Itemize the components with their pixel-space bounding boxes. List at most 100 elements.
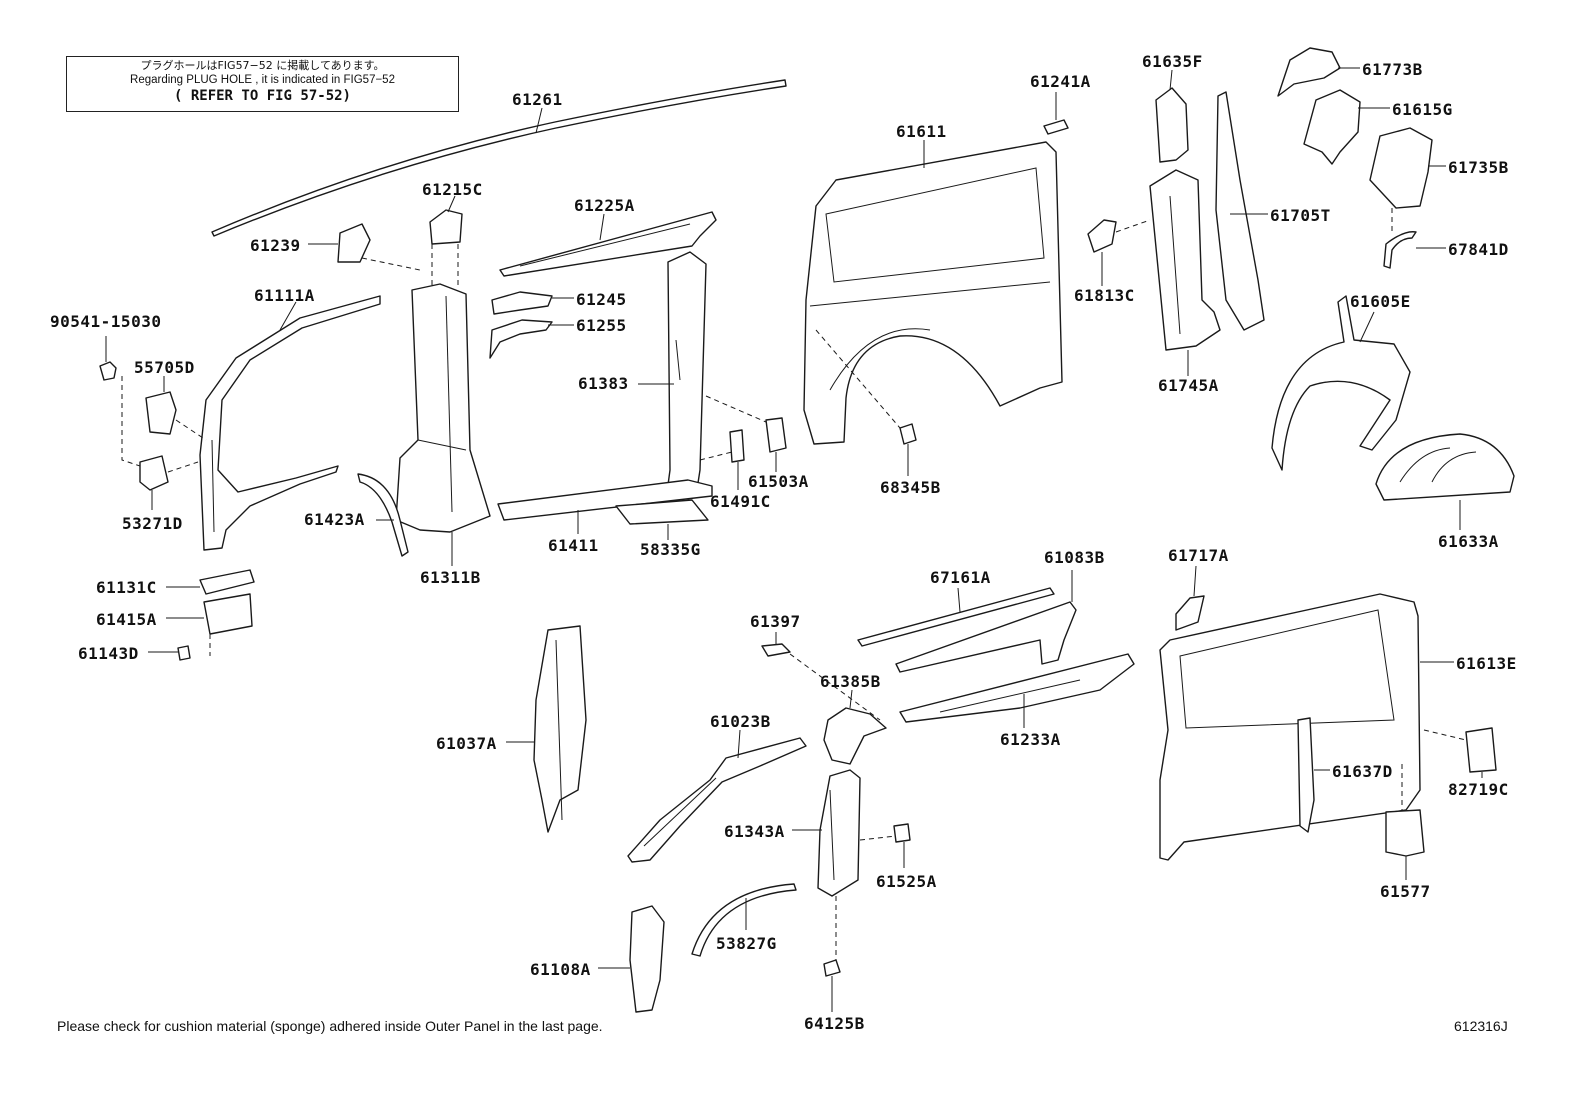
part-label-61023B[interactable]: 61023B bbox=[710, 712, 771, 731]
part-64125B bbox=[823, 959, 841, 977]
part-label-61233A[interactable]: 61233A bbox=[1000, 730, 1061, 749]
part-label-90541-15030[interactable]: 90541-15030 bbox=[50, 312, 162, 331]
part-55705D bbox=[145, 391, 177, 435]
part-61705T bbox=[1215, 91, 1265, 331]
part-label-61385B[interactable]: 61385B bbox=[820, 672, 881, 691]
part-61503A bbox=[765, 417, 787, 453]
part-label-61083B[interactable]: 61083B bbox=[1044, 548, 1105, 567]
part-label-61637D[interactable]: 61637D bbox=[1332, 762, 1393, 781]
part-label-68345B[interactable]: 68345B bbox=[880, 478, 941, 497]
part-label-58335G[interactable]: 58335G bbox=[640, 540, 701, 559]
part-53271D bbox=[139, 455, 169, 491]
part-61613E bbox=[1159, 593, 1421, 861]
part-61233A bbox=[899, 653, 1135, 723]
part-61577 bbox=[1385, 809, 1425, 857]
figure-code: 612316J bbox=[1454, 1018, 1508, 1034]
part-label-61037A[interactable]: 61037A bbox=[436, 734, 497, 753]
part-61241A bbox=[1043, 119, 1069, 135]
part-61813C bbox=[1087, 219, 1117, 253]
part-61615G bbox=[1303, 89, 1361, 165]
part-label-61397[interactable]: 61397 bbox=[750, 612, 801, 631]
part-61131C bbox=[199, 569, 255, 595]
part-label-61813C[interactable]: 61813C bbox=[1074, 286, 1135, 305]
part-label-61633A[interactable]: 61633A bbox=[1438, 532, 1499, 551]
part-label-61108A[interactable]: 61108A bbox=[530, 960, 591, 979]
part-label-82719C[interactable]: 82719C bbox=[1448, 780, 1509, 799]
part-label-61503A[interactable]: 61503A bbox=[748, 472, 809, 491]
part-label-61745A[interactable]: 61745A bbox=[1158, 376, 1219, 395]
part-61491C bbox=[729, 429, 745, 463]
part-61717A bbox=[1175, 595, 1205, 631]
part-61415A bbox=[203, 593, 253, 635]
part-61143D bbox=[177, 645, 191, 661]
part-label-61255[interactable]: 61255 bbox=[576, 316, 627, 335]
part-label-61635F[interactable]: 61635F bbox=[1142, 52, 1203, 71]
part-61411 bbox=[497, 479, 713, 521]
part-label-61577[interactable]: 61577 bbox=[1380, 882, 1431, 901]
part-label-61261[interactable]: 61261 bbox=[512, 90, 563, 109]
note-english: Regarding PLUG HOLE , it is indicated in… bbox=[130, 74, 395, 86]
part-label-61491C[interactable]: 61491C bbox=[710, 492, 771, 511]
part-label-61215C[interactable]: 61215C bbox=[422, 180, 483, 199]
part-label-53271D[interactable]: 53271D bbox=[122, 514, 183, 533]
part-61745A bbox=[1149, 169, 1221, 351]
part-label-61131C[interactable]: 61131C bbox=[96, 578, 157, 597]
part-label-61525A[interactable]: 61525A bbox=[876, 872, 937, 891]
part-61385B bbox=[823, 707, 887, 765]
part-label-61225A[interactable]: 61225A bbox=[574, 196, 635, 215]
part-label-61773B[interactable]: 61773B bbox=[1362, 60, 1423, 79]
part-61637D bbox=[1297, 717, 1315, 833]
part-61239 bbox=[337, 223, 371, 263]
part-label-61343A[interactable]: 61343A bbox=[724, 822, 785, 841]
part-61633A bbox=[1375, 433, 1515, 501]
part-67161A bbox=[857, 587, 1055, 647]
note-refer-link[interactable]: ( REFER TO FIG 57-52) bbox=[173, 88, 351, 104]
part-61423A bbox=[357, 473, 409, 557]
part-label-61615G[interactable]: 61615G bbox=[1392, 100, 1453, 119]
part-label-61245[interactable]: 61245 bbox=[576, 290, 627, 309]
part-61343A bbox=[817, 769, 861, 897]
part-68345B bbox=[899, 423, 917, 445]
part-90541-15030 bbox=[99, 361, 117, 381]
part-61605E bbox=[1271, 295, 1411, 471]
note-japanese: プラグホールはFIG57−52 に掲載してあります。 bbox=[140, 59, 385, 72]
part-label-61705T[interactable]: 61705T bbox=[1270, 206, 1331, 225]
part-61735B bbox=[1369, 127, 1433, 209]
part-61111A bbox=[199, 295, 381, 551]
part-61635F bbox=[1155, 87, 1189, 163]
part-61397 bbox=[761, 643, 791, 657]
part-label-64125B[interactable]: 64125B bbox=[804, 1014, 865, 1033]
part-label-61111A[interactable]: 61111A bbox=[254, 286, 315, 305]
part-label-61717A[interactable]: 61717A bbox=[1168, 546, 1229, 565]
part-61023B bbox=[627, 737, 807, 863]
part-61108A bbox=[629, 905, 665, 1013]
part-label-61613E[interactable]: 61613E bbox=[1456, 654, 1517, 673]
part-61383 bbox=[665, 251, 707, 501]
part-61037A bbox=[533, 625, 587, 833]
part-61083B bbox=[895, 601, 1077, 673]
part-61311B bbox=[395, 283, 491, 533]
part-label-61611[interactable]: 61611 bbox=[896, 122, 947, 141]
part-label-61605E[interactable]: 61605E bbox=[1350, 292, 1411, 311]
part-53827G bbox=[691, 883, 797, 957]
plug-hole-note: プラグホールはFIG57−52 に掲載してあります。 Regarding PLU… bbox=[66, 56, 459, 112]
part-label-61411[interactable]: 61411 bbox=[548, 536, 599, 555]
part-82719C bbox=[1465, 727, 1497, 773]
part-label-67161A[interactable]: 67161A bbox=[930, 568, 991, 587]
part-label-61311B[interactable]: 61311B bbox=[420, 568, 481, 587]
footnote: Please check for cushion material (spong… bbox=[57, 1018, 603, 1034]
part-61245 bbox=[491, 291, 553, 315]
part-label-67841D[interactable]: 67841D bbox=[1448, 240, 1509, 259]
part-61773B bbox=[1277, 47, 1341, 97]
part-label-61239[interactable]: 61239 bbox=[250, 236, 301, 255]
part-label-61735B[interactable]: 61735B bbox=[1448, 158, 1509, 177]
part-label-55705D[interactable]: 55705D bbox=[134, 358, 195, 377]
part-label-61423A[interactable]: 61423A bbox=[304, 510, 365, 529]
part-label-53827G[interactable]: 53827G bbox=[716, 934, 777, 953]
part-label-61415A[interactable]: 61415A bbox=[96, 610, 157, 629]
part-label-61241A[interactable]: 61241A bbox=[1030, 72, 1091, 91]
part-61611 bbox=[803, 141, 1063, 445]
part-label-61383[interactable]: 61383 bbox=[578, 374, 629, 393]
part-label-61143D[interactable]: 61143D bbox=[78, 644, 139, 663]
